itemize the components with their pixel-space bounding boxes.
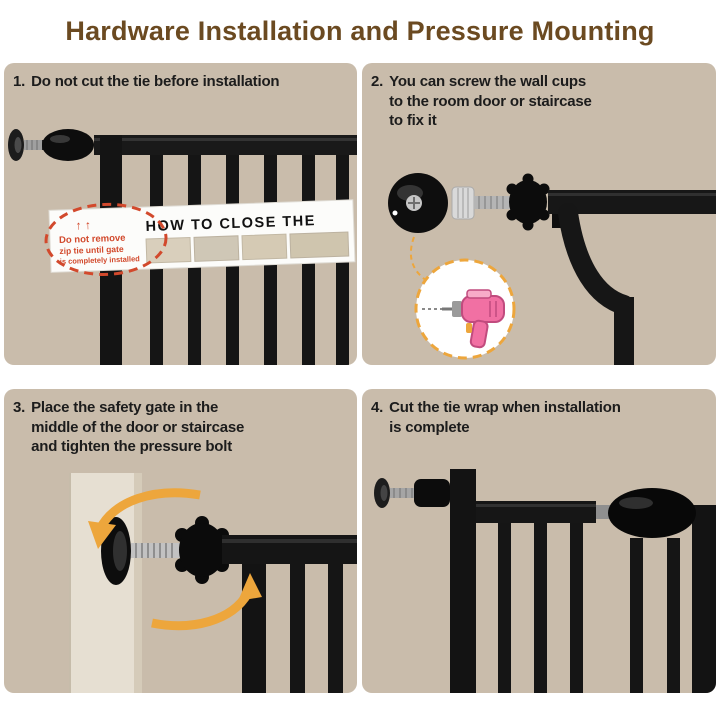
pressure-bolt-icon [8,129,94,161]
step-panel-3: 3. Place the safety gate in the middle o… [4,389,357,693]
drill-icon [422,289,505,349]
step-2-text: You can screw the wall cups to the room … [389,73,592,129]
step-panel-2: 2. You can screw the wall cups to the ro… [362,63,716,365]
warning-line-1: Do not remove [59,233,126,246]
step-1-heading: 1. Do not cut the tie before installatio… [4,63,357,92]
drill-callout [414,258,516,360]
step-4-number: 4. [371,399,384,416]
gate-corner-frame [548,190,716,365]
step-4-heading: 4. Cut the tie wrap when installation is… [362,389,716,437]
screw-bolt-assembly [451,173,550,231]
door-frame-board [69,473,142,693]
gate-with-tie-illustration: ↑ ↑ Do not remove zip tie until gate is … [8,129,357,365]
pressure-bolt-icon [374,478,450,508]
label-thumbnails [145,231,350,264]
step-3-number: 3. [13,399,26,416]
wall-cup-screw-illustration [388,173,716,365]
step-4-text: Cut the tie wrap when installation is co… [389,399,621,436]
step-2-number: 2. [371,73,384,90]
wall-cup-icon [388,173,448,233]
step-2-heading: 2. You can screw the wall cups to the ro… [362,63,716,131]
dashed-highlight-oval [44,202,168,276]
warning-arrows: ↑ ↑ [75,218,91,233]
gate-frame [222,535,357,693]
gate-frame [450,469,716,693]
warning-line-3: is completely installed [60,254,141,266]
warning-label: ↑ ↑ Do not remove zip tie until gate is … [44,199,356,276]
step-3-text: Place the safety gate in the middle of t… [31,399,245,455]
step-panel-4: 4. Cut the tie wrap when installation is… [362,389,716,693]
tightening-knob-icon [596,488,696,538]
tighten-bolt-illustration [69,473,357,693]
pressure-bolt-icon [101,516,229,585]
label-heading: HOW TO CLOSE THE [145,213,316,235]
page-title: Hardware Installation and Pressure Mount… [65,16,655,46]
step-1-number: 1. [13,73,26,90]
warning-line-2: zip tie until gate [59,244,124,256]
step-1-text: Do not cut the tie before installation [31,73,280,90]
finished-gate-illustration [374,469,716,693]
rotation-arrows-icon [88,488,262,631]
step-3-heading: 3. Place the safety gate in the middle o… [4,389,357,457]
step-panel-1: 1. Do not cut the tie before installatio… [4,63,357,365]
